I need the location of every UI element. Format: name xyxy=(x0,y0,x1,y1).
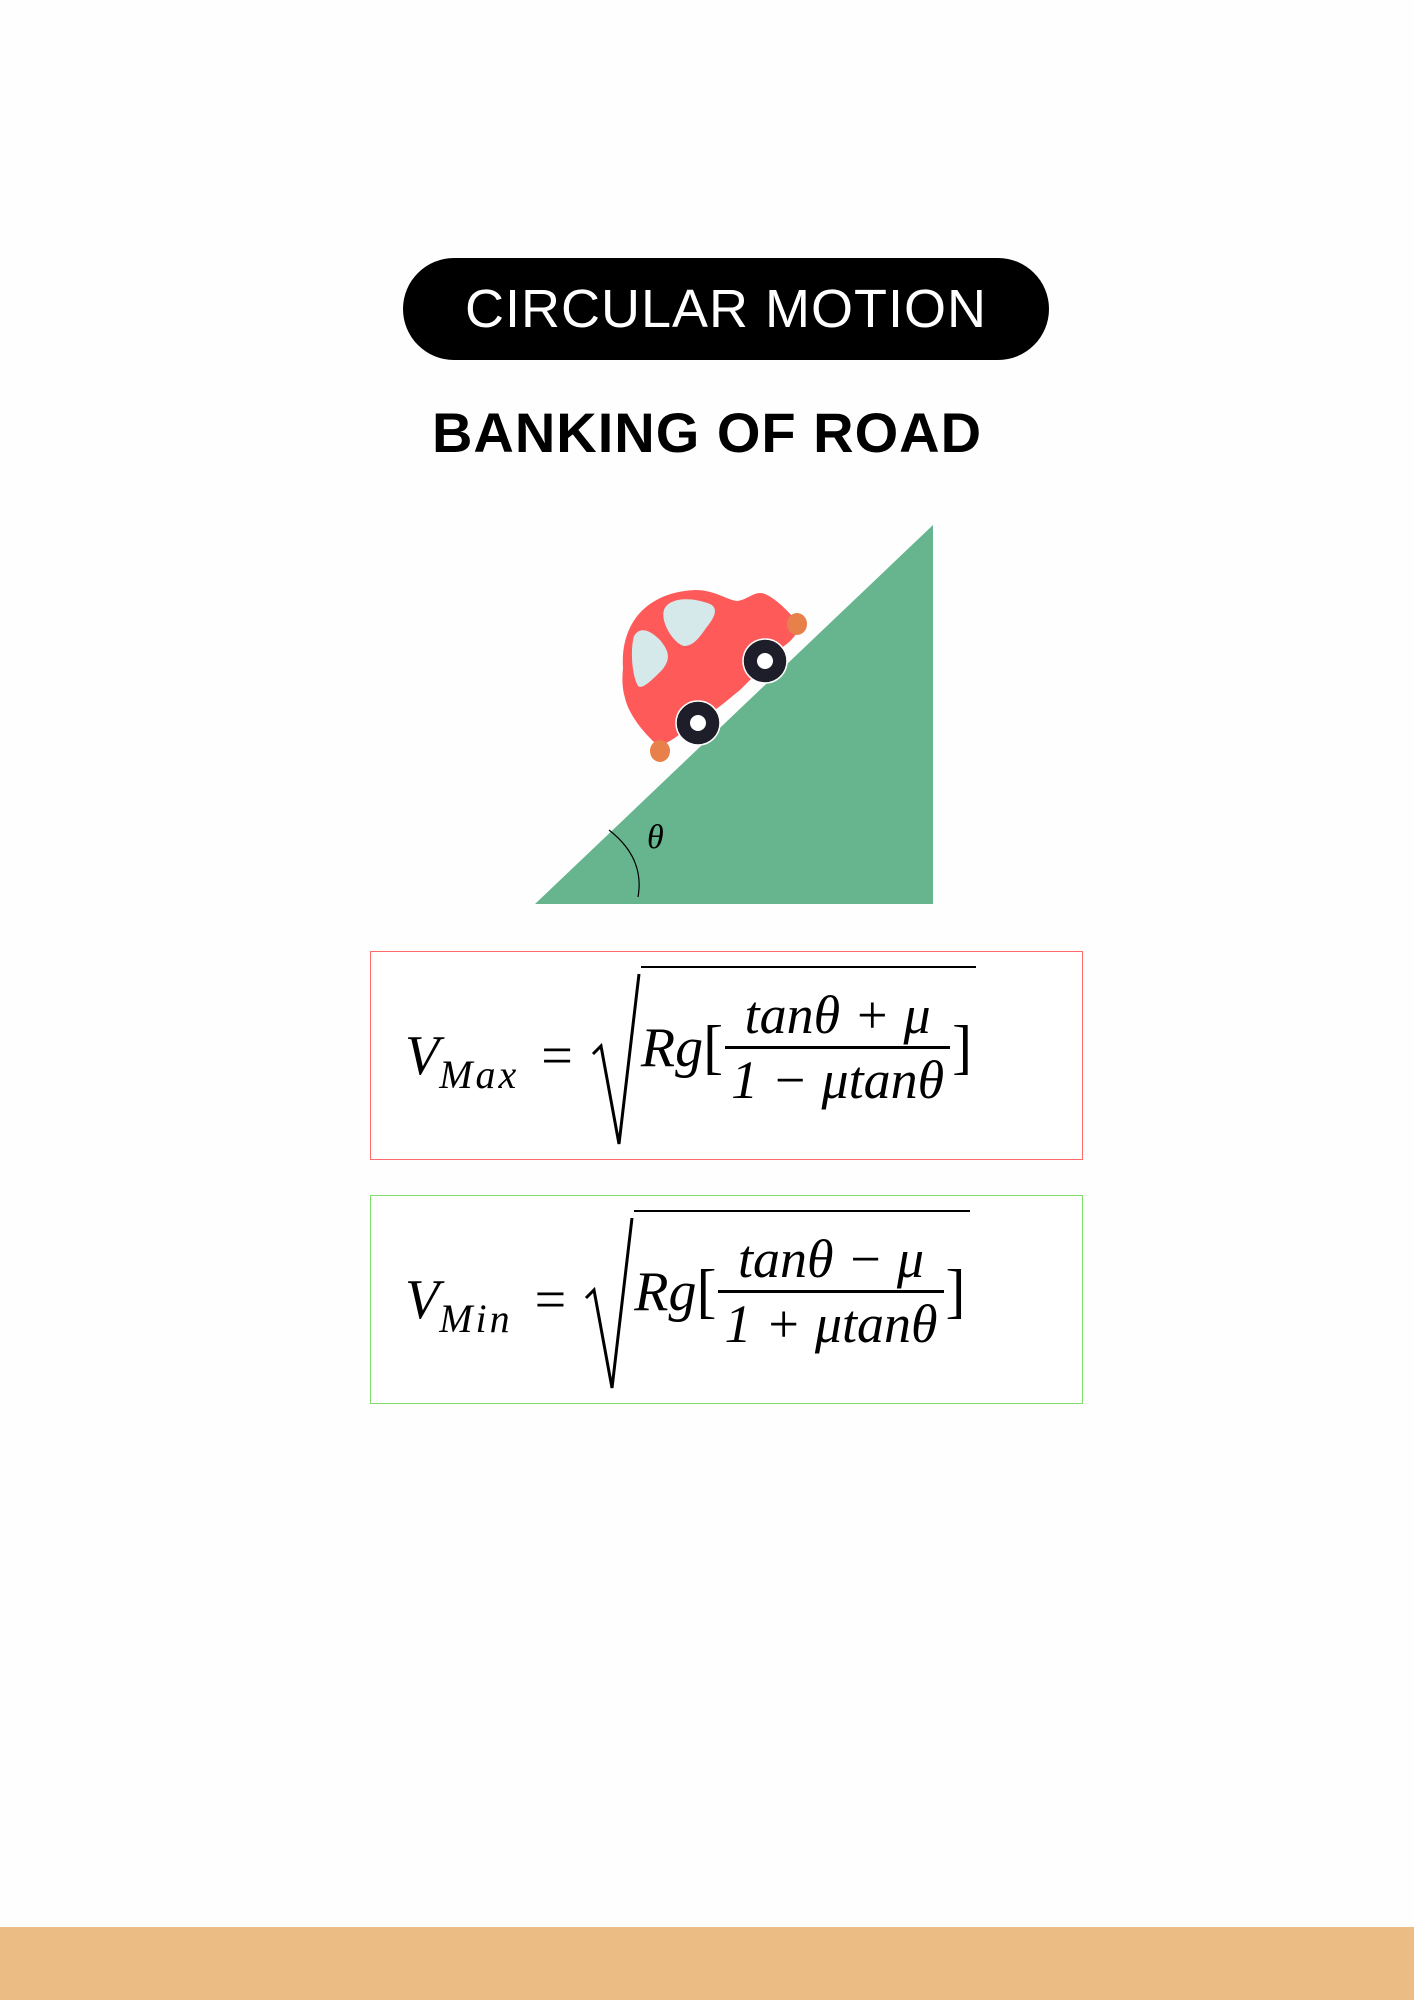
banked-road-diagram: θ xyxy=(535,525,933,904)
fraction: tanθ + μ 1 − μtanθ xyxy=(725,984,951,1111)
car-front-window xyxy=(663,599,715,646)
rg-term: Rg xyxy=(634,1260,697,1323)
title-banner: CIRCULAR MOTION xyxy=(403,258,1049,360)
denominator: 1 − μtanθ xyxy=(731,1049,945,1110)
footer-band xyxy=(0,1927,1414,2000)
fraction-bar xyxy=(725,1046,951,1049)
angle-arc xyxy=(608,829,640,898)
velocity-subscript: Max xyxy=(439,1051,520,1097)
velocity-symbol: V xyxy=(405,1024,440,1087)
square-root: Rg [ tanθ − μ 1 + μtanθ ] xyxy=(584,1209,970,1390)
radical-sign-icon xyxy=(591,973,641,1144)
square-root: Rg [ tanθ + μ 1 − μtanθ ] xyxy=(591,965,977,1146)
equals-sign: = xyxy=(541,1024,573,1087)
equals-sign: = xyxy=(534,1268,567,1331)
car-body xyxy=(622,590,800,745)
fraction-bar xyxy=(718,1290,944,1293)
close-bracket: ] xyxy=(945,1258,966,1324)
open-bracket: [ xyxy=(703,1014,724,1080)
numerator: tanθ + μ xyxy=(744,985,931,1046)
velocity-subscript: Min xyxy=(439,1295,513,1341)
car-taillight xyxy=(650,740,670,762)
angle-label: θ xyxy=(647,819,664,856)
car-rear-hub xyxy=(690,715,706,731)
incline-triangle xyxy=(535,525,933,904)
numerator: tanθ − μ xyxy=(737,1229,925,1290)
car-rear-window xyxy=(631,630,668,687)
car-front-hub xyxy=(757,653,773,669)
page-subtitle: BANKING OF ROAD xyxy=(431,401,983,464)
radical-sign-icon xyxy=(585,1217,634,1388)
velocity-symbol: V xyxy=(405,1268,440,1331)
car-headlight xyxy=(787,613,807,635)
fraction: tanθ − μ 1 + μtanθ xyxy=(718,1228,944,1355)
denominator: 1 + μtanθ xyxy=(724,1293,938,1354)
close-bracket: ] xyxy=(952,1014,973,1080)
open-bracket: [ xyxy=(696,1258,717,1324)
page-title: CIRCULAR MOTION xyxy=(464,279,987,339)
rg-term: Rg xyxy=(640,1016,704,1079)
car-icon xyxy=(622,590,807,762)
